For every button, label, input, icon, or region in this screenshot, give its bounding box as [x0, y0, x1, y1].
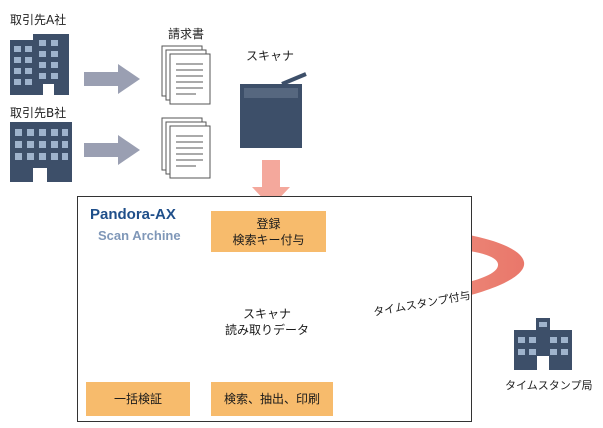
- tsa-label: タイムスタンプ局: [505, 379, 593, 392]
- tsa-building-icon: [514, 318, 572, 370]
- register-box: 登録 検索キー付与: [211, 211, 326, 252]
- company-a-building-icon: [10, 34, 69, 95]
- company-b-building-icon: [10, 122, 72, 182]
- company-a-label: 取引先A社: [10, 13, 67, 27]
- scanner-icon: [240, 72, 307, 148]
- database-label-line2: 読み取りデータ: [224, 323, 309, 337]
- company-b-label: 取引先B社: [10, 106, 67, 120]
- arrow-scanner-to-register: [252, 160, 290, 207]
- verify-box-label: 一括検証: [113, 392, 162, 406]
- register-box-line2: 検索キー付与: [232, 232, 305, 247]
- arrow-b-to-invoice: [84, 135, 140, 165]
- brand-logo-title: Pandora-AX: [90, 206, 176, 223]
- invoice-label: 請求書: [168, 27, 205, 41]
- search-box: 検索、抽出、印刷: [211, 382, 333, 416]
- scanner-label: スキャナ: [246, 49, 295, 63]
- register-box-line1: 登録: [256, 216, 281, 231]
- search-box-label: 検索、抽出、印刷: [223, 392, 320, 406]
- invoice-stack-2-icon: [161, 117, 211, 179]
- database-label-line1: スキャナ: [242, 307, 291, 321]
- verify-box: 一括検証: [86, 382, 190, 416]
- invoice-stack-1-icon: [161, 45, 211, 105]
- arrow-a-to-invoice: [84, 64, 140, 94]
- database-label: スキャナ 読み取りデータ: [215, 306, 319, 338]
- brand-logo-subtitle: Scan Archine: [98, 228, 181, 243]
